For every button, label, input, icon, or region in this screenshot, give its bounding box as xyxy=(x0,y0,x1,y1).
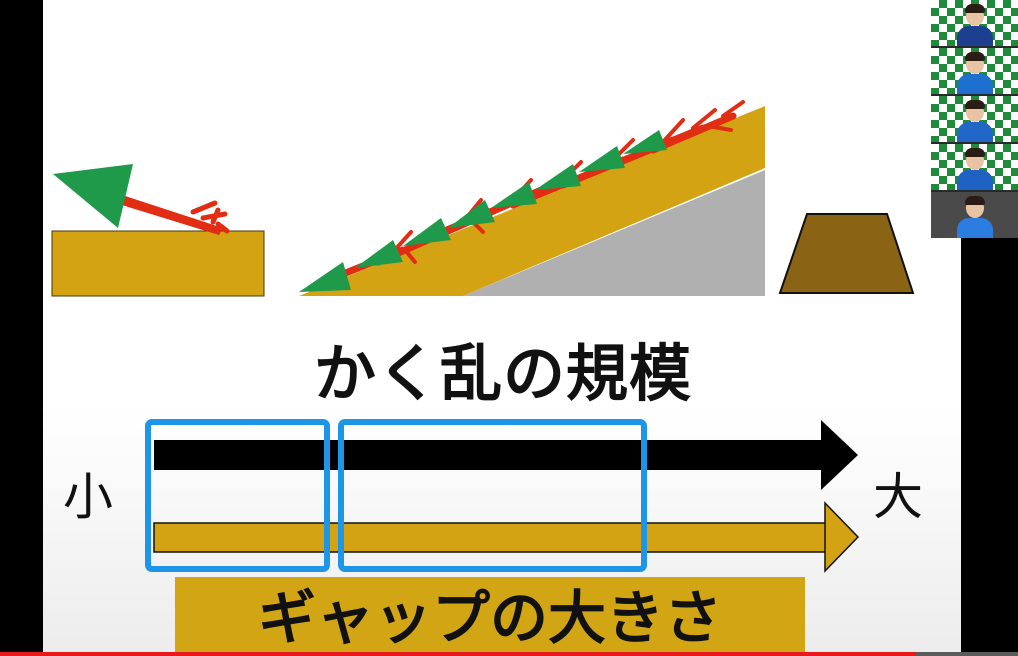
participant-tile[interactable] xyxy=(931,0,1018,46)
flat-ground xyxy=(51,230,265,297)
gap-size-label: ギャップの大きさ xyxy=(175,577,805,656)
fallen-tree-single xyxy=(53,164,230,235)
participant-avatar xyxy=(955,148,995,190)
participant-avatar xyxy=(955,100,995,142)
soil-mound xyxy=(778,213,915,294)
large-disturbance-scene xyxy=(299,100,765,296)
participant-tile[interactable] xyxy=(931,192,1018,238)
scale-label-small: 小 xyxy=(63,468,113,526)
video-progress-bar[interactable] xyxy=(0,652,1018,656)
participant-tile[interactable] xyxy=(931,48,1018,94)
small-disturbance-scene xyxy=(51,164,265,297)
small-gap-highlight-box xyxy=(145,419,330,572)
disturbance-illustration xyxy=(51,100,915,573)
scale-arrow-gold xyxy=(153,501,860,573)
participant-tile[interactable] xyxy=(931,96,1018,142)
participant-avatar xyxy=(955,4,995,46)
participant-avatar xyxy=(955,52,995,94)
scale-label-large: 大 xyxy=(873,468,923,526)
participant-tile[interactable] xyxy=(931,144,1018,190)
large-gap-highlight-box xyxy=(338,419,647,572)
scale-arrow-black xyxy=(154,420,858,490)
participant-avatar xyxy=(955,196,995,238)
video-progress-fill xyxy=(0,652,917,656)
presentation-slide: かく乱の規模 小 大 ギャップの大きさ xyxy=(43,0,961,656)
participant-video-strip xyxy=(931,0,1018,238)
fallen-tree-crowns xyxy=(299,130,667,292)
exposed-rock-slope xyxy=(463,170,765,296)
slide-title: かく乱の規模 xyxy=(313,337,692,410)
